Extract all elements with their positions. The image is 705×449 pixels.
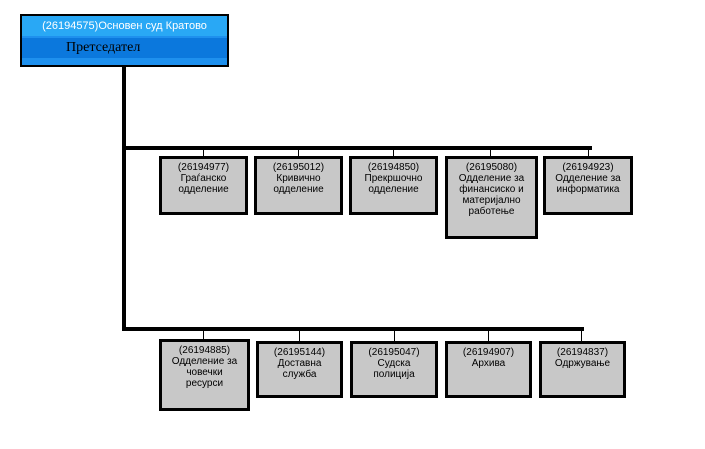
node-archive[interactable]: (26194907) Архива bbox=[445, 341, 532, 398]
row2-tick bbox=[203, 331, 204, 341]
node-label: Одделение за човечки ресурси bbox=[171, 356, 238, 389]
root-node[interactable]: (26194575)Основен суд Кратово Претседате… bbox=[20, 14, 229, 67]
row2-tick bbox=[394, 331, 395, 341]
node-label: Граѓанско одделение bbox=[178, 173, 229, 195]
trunk-line bbox=[122, 67, 126, 331]
node-label: Одржување bbox=[554, 358, 611, 369]
root-code: (26194575)Основен суд Кратово bbox=[22, 16, 227, 36]
root-title: Претседател bbox=[22, 38, 227, 58]
node-label: Архива bbox=[471, 358, 506, 369]
row1-tick bbox=[298, 150, 299, 158]
node-code: (26194850) bbox=[367, 162, 420, 173]
node-label: Судска полиција bbox=[373, 358, 415, 380]
node-delivery-service[interactable]: (26195144) Доставна служба bbox=[256, 341, 343, 398]
node-label: Прекршочно одделение bbox=[364, 173, 423, 195]
node-label: Одделение за финансиско и материјално ра… bbox=[458, 173, 525, 217]
row1-tick bbox=[490, 150, 491, 158]
node-human-resources[interactable]: (26194885) Одделение за човечки ресурси bbox=[159, 339, 250, 411]
row1-tick bbox=[203, 150, 204, 158]
row2-tick bbox=[299, 331, 300, 341]
node-misdemeanor-department[interactable]: (26194850) Прекршочно одделение bbox=[349, 156, 438, 215]
node-code: (26195144) bbox=[273, 347, 326, 358]
node-code: (26194885) bbox=[178, 345, 231, 356]
row2-tick bbox=[581, 331, 582, 341]
row1-tick bbox=[393, 150, 394, 158]
node-code: (26195047) bbox=[368, 347, 420, 358]
node-code: (26194837) bbox=[556, 347, 609, 358]
node-code: (26194907) bbox=[462, 347, 515, 358]
node-code: (26195080) bbox=[465, 162, 518, 173]
node-civil-department[interactable]: (26194977) Граѓанско одделение bbox=[159, 156, 248, 215]
row2-bus-line bbox=[122, 327, 584, 331]
node-criminal-department[interactable]: (26195012) Кривично одделение bbox=[254, 156, 343, 215]
row1-tick bbox=[588, 150, 589, 158]
row2-tick bbox=[488, 331, 489, 341]
node-maintenance[interactable]: (26194837) Одржување bbox=[539, 341, 626, 398]
node-label: Кривично одделение bbox=[273, 173, 324, 195]
node-code: (26195012) bbox=[272, 162, 325, 173]
node-code: (26194923) bbox=[562, 162, 614, 173]
node-informatics-department[interactable]: (26194923) Одделение за информатика bbox=[543, 156, 633, 215]
node-code: (26194977) bbox=[177, 162, 230, 173]
row1-bus-line bbox=[122, 146, 592, 150]
node-finance-department[interactable]: (26195080) Одделение за финансиско и мат… bbox=[445, 156, 538, 239]
node-label: Доставна служба bbox=[277, 358, 322, 380]
node-court-police[interactable]: (26195047) Судска полиција bbox=[350, 341, 438, 398]
node-label: Одделение за информатика bbox=[555, 173, 621, 195]
